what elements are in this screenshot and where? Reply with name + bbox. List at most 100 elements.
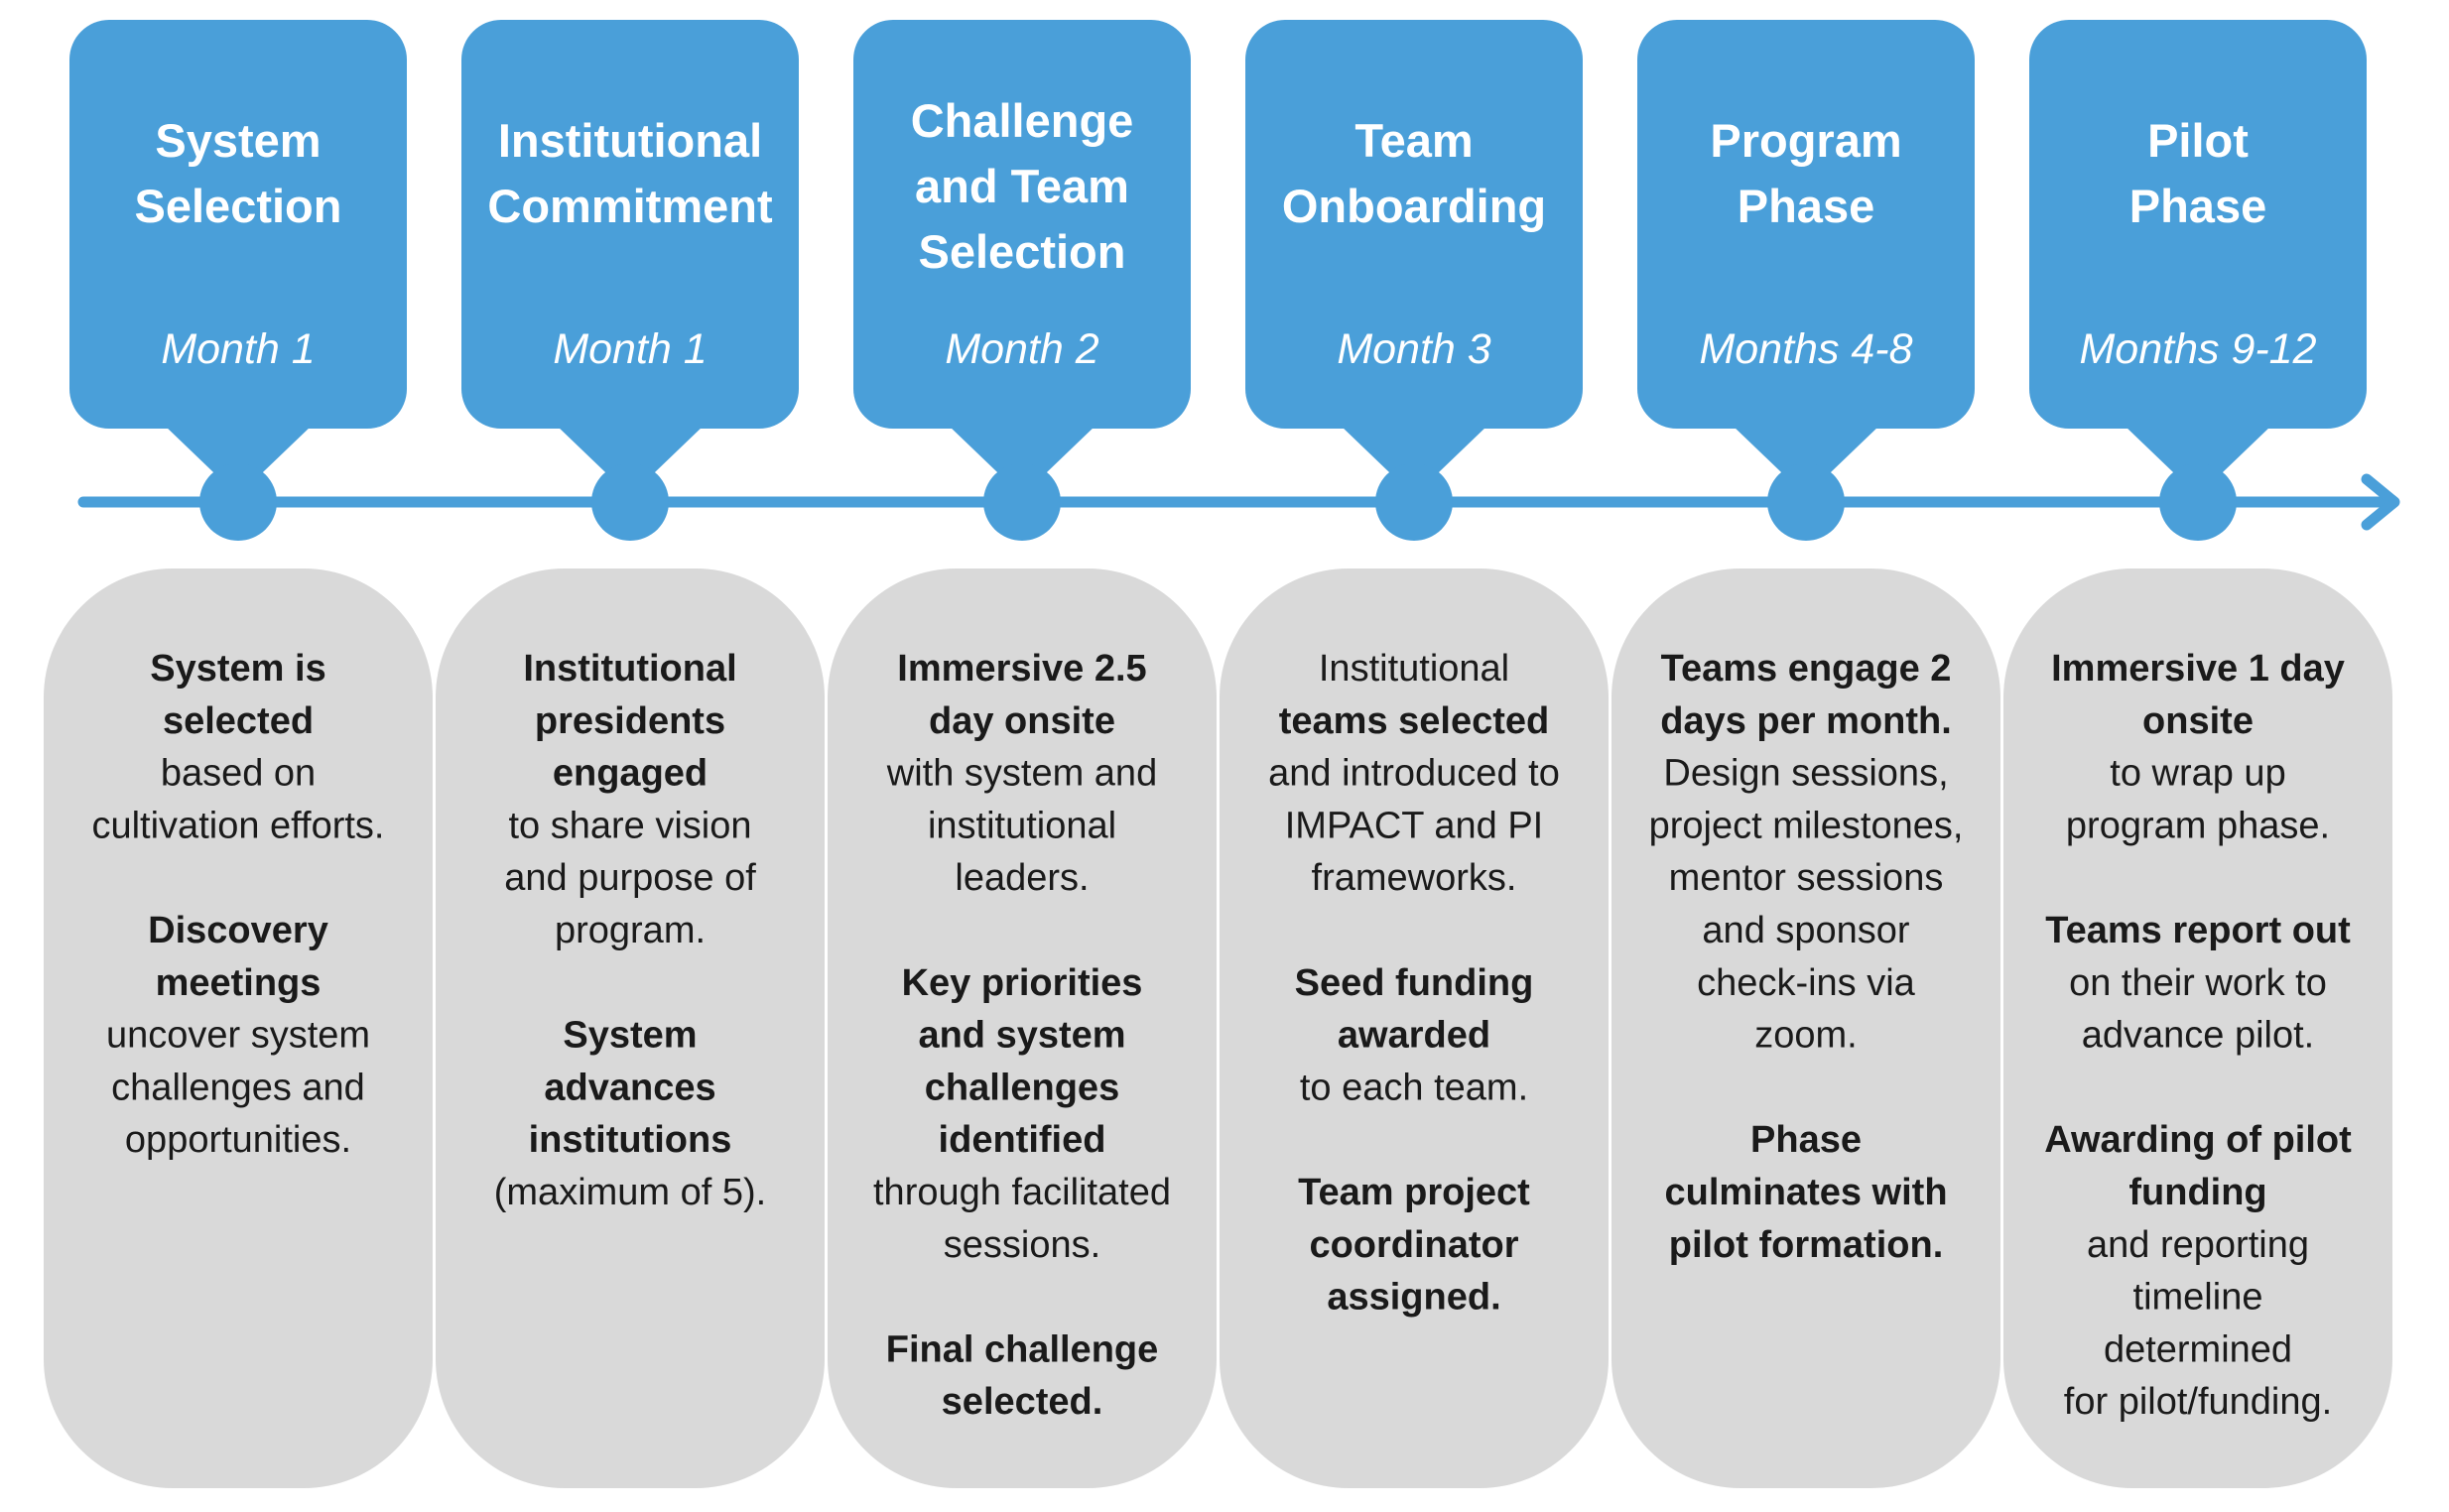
timeline-arrowhead bbox=[2361, 473, 2400, 531]
phase-detail-line: and sponsor bbox=[1702, 910, 1909, 951]
phase-detail-line: to each team. bbox=[1300, 1067, 1528, 1108]
phase-header-box bbox=[1245, 20, 1583, 429]
phase-period: Month 2 bbox=[945, 325, 1098, 373]
phase-detail-line: Immersive 1 day bbox=[2051, 648, 2345, 690]
phase-detail-line: Institutional bbox=[1319, 648, 1509, 690]
phase-detail-line: challenges and bbox=[111, 1067, 365, 1108]
timeline-milestone-dot bbox=[1375, 463, 1453, 541]
phase-header-pointer bbox=[1340, 425, 1488, 496]
phase-title-line: Institutional bbox=[498, 114, 762, 167]
phase-detail-line: Final challenge bbox=[886, 1328, 1159, 1370]
phase-header-pointer bbox=[948, 425, 1096, 496]
phase-detail-line: (maximum of 5). bbox=[494, 1172, 766, 1213]
phase-detail-line: with system and bbox=[886, 753, 1157, 795]
phase-detail-card bbox=[1611, 568, 2000, 1488]
phase-detail-card bbox=[436, 568, 825, 1488]
phase-title-line: Team bbox=[1354, 114, 1473, 167]
phase-title-line: Selection bbox=[135, 180, 342, 232]
phase-detail-line: identified bbox=[939, 1119, 1106, 1161]
phase-detail-line: System bbox=[563, 1015, 697, 1057]
phase-detail-line: Key priorities bbox=[902, 962, 1143, 1004]
phase-title-line: Program bbox=[1710, 114, 1901, 167]
phase-header-box bbox=[69, 20, 407, 429]
phase-detail-line: on their work to bbox=[2069, 962, 2327, 1004]
phase-detail-line: IMPACT and PI bbox=[1285, 805, 1543, 846]
phase-title-line: Phase bbox=[1738, 180, 1874, 232]
phase-header-pointer bbox=[556, 425, 705, 496]
phase-detail-line: funding bbox=[2128, 1172, 2266, 1213]
phase-detail-line: Immersive 2.5 bbox=[897, 648, 1146, 690]
phase-detail-line: institutional bbox=[928, 805, 1116, 846]
phase-detail-line: Seed funding bbox=[1295, 962, 1534, 1004]
phase-detail-line: presidents bbox=[535, 700, 725, 742]
phase-detail-line: advance pilot. bbox=[2082, 1015, 2315, 1057]
phase-period: Month 3 bbox=[1337, 325, 1490, 373]
timeline-milestone-dot bbox=[591, 463, 669, 541]
phase-title-line: and Team bbox=[915, 160, 1129, 212]
phase-detail-line: and reporting bbox=[2087, 1224, 2309, 1266]
phase-detail-line: institutions bbox=[529, 1119, 732, 1161]
phase-header-box bbox=[853, 20, 1191, 429]
phase-detail-line: days per month. bbox=[1660, 700, 1952, 742]
phase-detail-card bbox=[44, 568, 433, 1488]
phase-detail-line: based on bbox=[161, 753, 316, 795]
timeline-milestone-dot bbox=[199, 463, 277, 541]
phase-title-line: Pilot bbox=[2147, 114, 2249, 167]
phase-header-pointer bbox=[1732, 425, 1880, 496]
timeline-milestone-dot bbox=[1767, 463, 1845, 541]
phase-detail-line: mentor sessions bbox=[1669, 857, 1944, 899]
phase-detail-line: Design sessions, bbox=[1663, 753, 1948, 795]
phase-period: Month 1 bbox=[161, 325, 315, 373]
phase-detail-line: cultivation efforts. bbox=[91, 805, 384, 846]
phase-detail-card bbox=[1220, 568, 1609, 1488]
phase-detail-line: and introduced to bbox=[1268, 753, 1560, 795]
phase-detail-line: Phase bbox=[1750, 1119, 1862, 1161]
phase-detail-line: for pilot/funding. bbox=[2064, 1381, 2332, 1423]
phase-detail-line: Teams report out bbox=[2045, 910, 2351, 951]
phase-detail-line: Teams engage 2 bbox=[1661, 648, 1952, 690]
phase-detail-line: program. bbox=[555, 910, 706, 951]
phase-detail-card bbox=[2003, 568, 2392, 1488]
phase-detail-line: timeline bbox=[2133, 1277, 2263, 1319]
phase-detail-line: challenges bbox=[925, 1067, 1119, 1108]
phase-detail-line: frameworks. bbox=[1312, 857, 1517, 899]
phase-detail-line: Institutional bbox=[523, 648, 736, 690]
phase-detail-line: culminates with bbox=[1664, 1172, 1947, 1213]
phase-title-line: Onboarding bbox=[1282, 180, 1546, 232]
phase-detail-line: check-ins via bbox=[1697, 962, 1915, 1004]
phase-detail-line: through facilitated bbox=[873, 1172, 1171, 1213]
phase-detail-line: engaged bbox=[553, 753, 708, 795]
phase-detail-line: uncover system bbox=[106, 1015, 370, 1057]
phase-detail-line: and system bbox=[918, 1015, 1125, 1057]
phase-header-pointer bbox=[2124, 425, 2272, 496]
phase-detail-line: sessions. bbox=[944, 1224, 1100, 1266]
timeline-milestone-dot bbox=[983, 463, 1061, 541]
phase-detail-card bbox=[828, 568, 1217, 1488]
phase-title-line: Commitment bbox=[487, 180, 773, 232]
timeline-milestone-dot bbox=[2159, 463, 2237, 541]
phase-detail-line: onsite bbox=[2142, 700, 2254, 742]
phase-detail-line: zoom. bbox=[1754, 1015, 1857, 1057]
phase-detail-line: project milestones, bbox=[1649, 805, 1964, 846]
phase-detail-line: advances bbox=[544, 1067, 715, 1108]
phase-detail-line: Discovery bbox=[148, 910, 328, 951]
phase-detail-line: to wrap up bbox=[2110, 753, 2285, 795]
phase-period: Month 1 bbox=[553, 325, 707, 373]
phase-detail-line: teams selected bbox=[1279, 700, 1550, 742]
phase-detail-line: and purpose of bbox=[504, 857, 756, 899]
phase-period: Months 9-12 bbox=[2079, 325, 2316, 373]
phase-detail-line: opportunities. bbox=[125, 1119, 351, 1161]
phase-detail-line: assigned. bbox=[1327, 1277, 1500, 1319]
phase-title-line: Phase bbox=[2129, 180, 2266, 232]
phase-detail-line: selected. bbox=[942, 1381, 1103, 1423]
phase-period: Months 4-8 bbox=[1699, 325, 1912, 373]
phase-detail-line: program phase. bbox=[2066, 805, 2330, 846]
phase-detail-line: Awarding of pilot bbox=[2044, 1119, 2352, 1161]
phase-detail-line: awarded bbox=[1338, 1015, 1490, 1057]
phase-detail-line: coordinator bbox=[1309, 1224, 1518, 1266]
